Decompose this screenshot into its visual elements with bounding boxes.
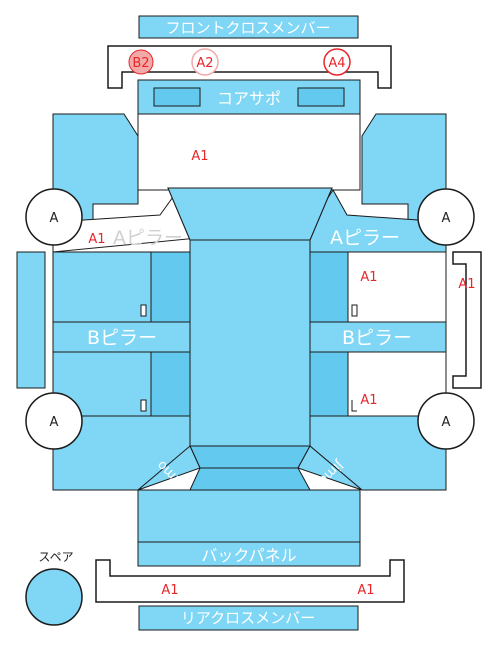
right-side-rail bbox=[452, 251, 482, 389]
svg-text:A: A bbox=[442, 211, 451, 226]
svg-text:A2: A2 bbox=[196, 56, 213, 71]
roof-inner bbox=[189, 239, 311, 447]
rear-cross-member-label: リアクロスメンバー bbox=[181, 609, 315, 627]
mark-right-rail: A1 bbox=[458, 277, 475, 292]
right-front-fender bbox=[361, 113, 447, 223]
front-bracket bbox=[107, 45, 392, 89]
mark-rear-left: A1 bbox=[161, 583, 178, 598]
mark-rear-right: A1 bbox=[357, 583, 374, 598]
front-cross-member-label: フロントクロスメンバー bbox=[165, 19, 330, 37]
rear-cross-member: リアクロスメンバー bbox=[138, 605, 359, 631]
svg-text:Aピラー: Aピラー bbox=[113, 227, 183, 249]
core-support-label: コアサポ bbox=[217, 89, 281, 108]
left-side-rail bbox=[16, 251, 46, 389]
svg-text:Aピラー: Aピラー bbox=[330, 227, 400, 249]
svg-text:Bピラー: Bピラー bbox=[87, 327, 157, 349]
svg-text:A: A bbox=[50, 415, 59, 430]
svg-text:Bピラー: Bピラー bbox=[342, 327, 412, 349]
mark-a-pillar-left: A1 bbox=[88, 232, 105, 247]
spare-label: スペア bbox=[38, 550, 73, 564]
wheel-front-right: A bbox=[417, 188, 475, 246]
b-pillar-left bbox=[52, 321, 192, 353]
mark-right-side-lower: A1 bbox=[360, 393, 377, 408]
mark-b2: B2 bbox=[128, 49, 154, 75]
svg-text:A4: A4 bbox=[328, 56, 345, 71]
core-support: コアサポ bbox=[137, 79, 361, 115]
rear-right-corner bbox=[297, 445, 363, 491]
engine-bay bbox=[137, 113, 361, 191]
svg-text:バックパネル: バックパネル bbox=[201, 546, 296, 565]
svg-text:A: A bbox=[50, 211, 59, 226]
rear-bracket bbox=[95, 559, 405, 603]
back-panel bbox=[137, 541, 361, 567]
svg-text:B2: B2 bbox=[132, 56, 149, 71]
trunk-lid bbox=[137, 489, 361, 543]
b-pillar-right bbox=[309, 321, 447, 353]
mark-right-side-upper: A1 bbox=[360, 270, 377, 285]
mark-core-damage: A1 bbox=[191, 149, 208, 164]
front-cross-member: フロントクロスメンバー bbox=[138, 15, 359, 39]
mark-a4: A4 bbox=[323, 48, 351, 76]
wheel-rear-right: A bbox=[417, 392, 475, 450]
svg-text:A: A bbox=[442, 415, 451, 430]
rear-left-corner bbox=[137, 445, 201, 491]
spare-tire: スペア bbox=[25, 550, 83, 626]
wheel-front-left: A bbox=[25, 188, 83, 246]
wheel-rear-left: A bbox=[25, 392, 83, 450]
mark-a2: A2 bbox=[191, 48, 219, 76]
